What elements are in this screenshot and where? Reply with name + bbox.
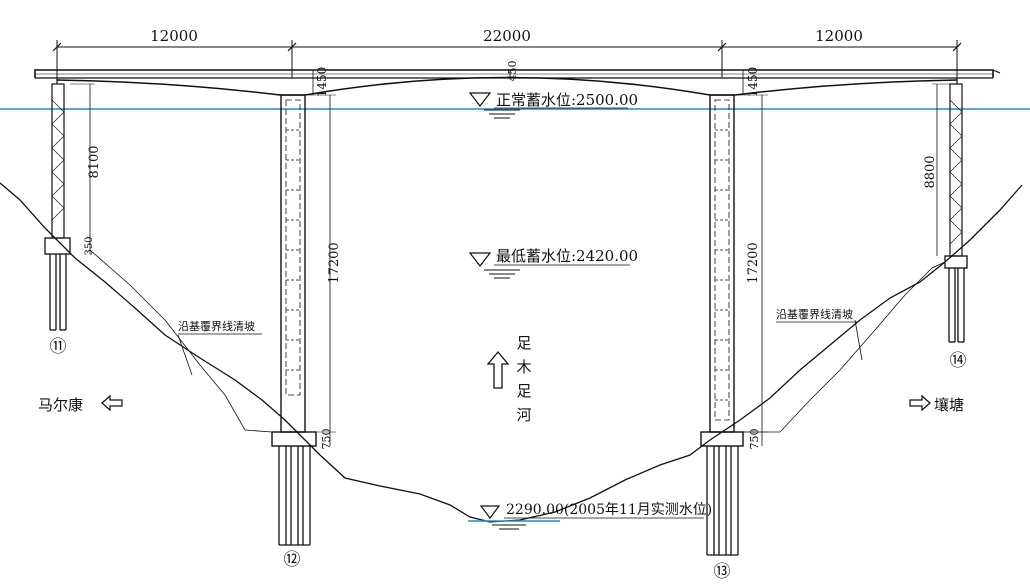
span-right-length: 12000 bbox=[815, 27, 863, 45]
water-level-icon bbox=[468, 252, 520, 279]
pier-12 bbox=[271, 94, 336, 546]
pier-13-footing: 750 bbox=[748, 429, 761, 450]
girder-soffit bbox=[56, 76, 958, 96]
pier-11-number: ⑪ bbox=[50, 337, 67, 357]
river-name-char-2: 木 bbox=[516, 358, 531, 376]
pier-14-height: 8800 bbox=[923, 155, 938, 188]
span-middle-length: 22000 bbox=[483, 27, 531, 45]
span-left-length: 12000 bbox=[150, 27, 198, 45]
pier-11-footing: 350 bbox=[84, 236, 95, 255]
left-slope-note: 沿基覆界线清坡 bbox=[178, 319, 255, 333]
river-name-char-1: 足 bbox=[516, 334, 531, 352]
pier-13-height: 17200 bbox=[746, 242, 761, 283]
normal-water-level-label: 正常蓄水位:2500.00 bbox=[496, 91, 638, 109]
left-clean-slope-line bbox=[89, 249, 273, 433]
pier-13-number: ⑬ bbox=[714, 562, 731, 582]
girder-height-right: 1450 bbox=[746, 67, 760, 98]
river-name-char-4: 河 bbox=[516, 406, 531, 424]
measured-water-level-label: 2290.00(2005年11月实测水位) bbox=[506, 502, 712, 518]
arrow-right-icon bbox=[909, 394, 931, 412]
min-water-level-label: 最低蓄水位:2420.00 bbox=[496, 247, 638, 265]
pier-13 bbox=[700, 94, 768, 556]
arrow-up-icon bbox=[486, 350, 510, 389]
arrow-left-icon bbox=[101, 394, 123, 412]
girder-height-dims bbox=[312, 70, 744, 95]
pier-11 bbox=[44, 83, 95, 331]
girder-height-left: 1450 bbox=[315, 67, 329, 98]
pier-14 bbox=[932, 83, 968, 343]
river-name-char-3: 足 bbox=[516, 382, 531, 400]
span-dimension-line bbox=[52, 40, 962, 78]
girder-height-mid: 450 bbox=[506, 61, 519, 82]
pier-12-number: ⑫ bbox=[284, 550, 301, 570]
direction-right-label: 壤塘 bbox=[934, 396, 964, 414]
right-clean-slope-line bbox=[743, 261, 946, 433]
pier-12-height: 17200 bbox=[327, 242, 342, 283]
pier-11-height: 8100 bbox=[87, 145, 102, 178]
pier-12-footing: 750 bbox=[320, 429, 333, 450]
pier-14-number: ⑭ bbox=[950, 351, 967, 371]
water-level-icon bbox=[468, 92, 520, 119]
right-slope-note: 沿基覆界线清坡 bbox=[776, 307, 853, 321]
ground-profile bbox=[0, 182, 1023, 523]
water-level-icon bbox=[468, 505, 560, 530]
direction-left-label: 马尔康 bbox=[38, 396, 83, 414]
